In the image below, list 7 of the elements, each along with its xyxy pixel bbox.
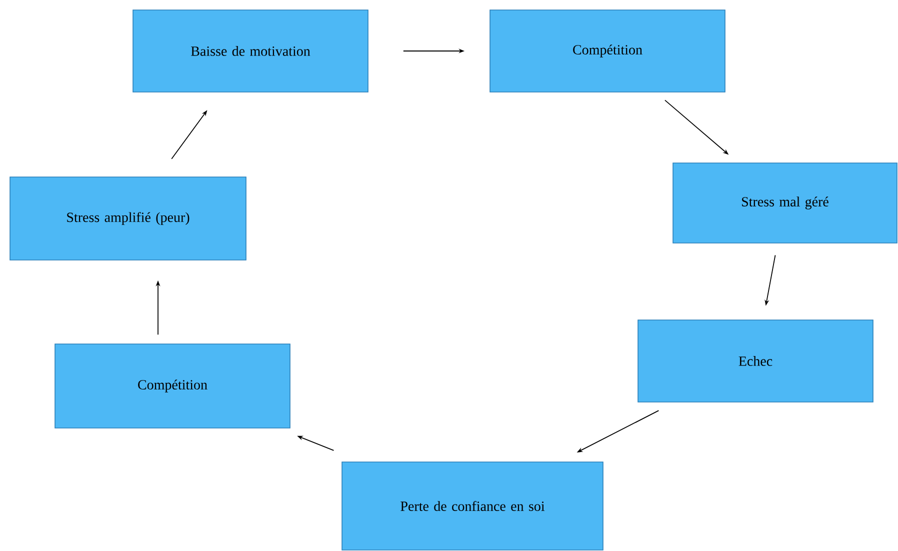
process-box: Compétition	[490, 10, 726, 92]
process-box: Perte de confiance en soi	[342, 462, 604, 550]
process-box: Baisse de motivation	[132, 10, 368, 92]
process-box: Echec	[638, 320, 874, 402]
process-box: Compétition	[54, 344, 290, 428]
process-box: Stress mal géré	[672, 162, 898, 244]
process-box: Stress amplifié (peur)	[10, 176, 246, 260]
